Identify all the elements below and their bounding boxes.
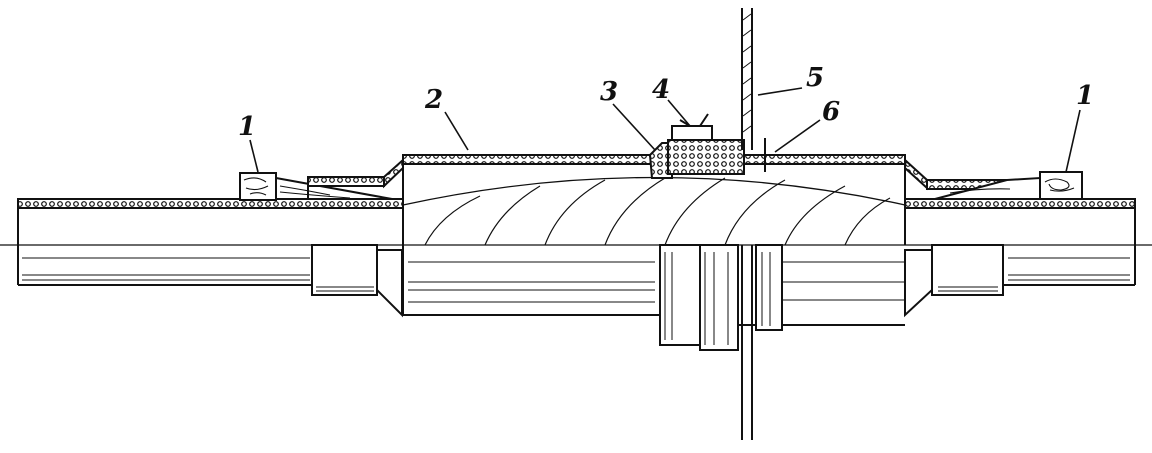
label-6: 6 (822, 97, 840, 127)
label-3: 3 (600, 77, 618, 107)
part-labels: 1 2 3 4 5 6 1 (238, 63, 1094, 142)
left-cone (383, 157, 404, 189)
label-5: 5 (806, 63, 824, 93)
label-2: 2 (424, 85, 443, 115)
right-wedge-part-1 (934, 171, 1083, 200)
leader-lines (249, 87, 1081, 173)
clamp-part-4 (667, 113, 745, 175)
right-cone (904, 157, 928, 191)
centre-bands (659, 244, 783, 351)
wall-partition-part-5 (741, 8, 753, 440)
left-wedge-part-1 (239, 172, 393, 201)
left-lower-steps (311, 244, 403, 318)
label-1-left: 1 (238, 112, 256, 142)
label-1-right: 1 (1076, 81, 1094, 111)
sleeve-part-2 (402, 154, 906, 326)
right-lower-steps (904, 244, 1004, 318)
right-cable-section (904, 198, 1136, 286)
bolt-part-6 (760, 138, 775, 172)
left-step-insulation (307, 176, 385, 187)
label-4: 4 (652, 75, 670, 105)
